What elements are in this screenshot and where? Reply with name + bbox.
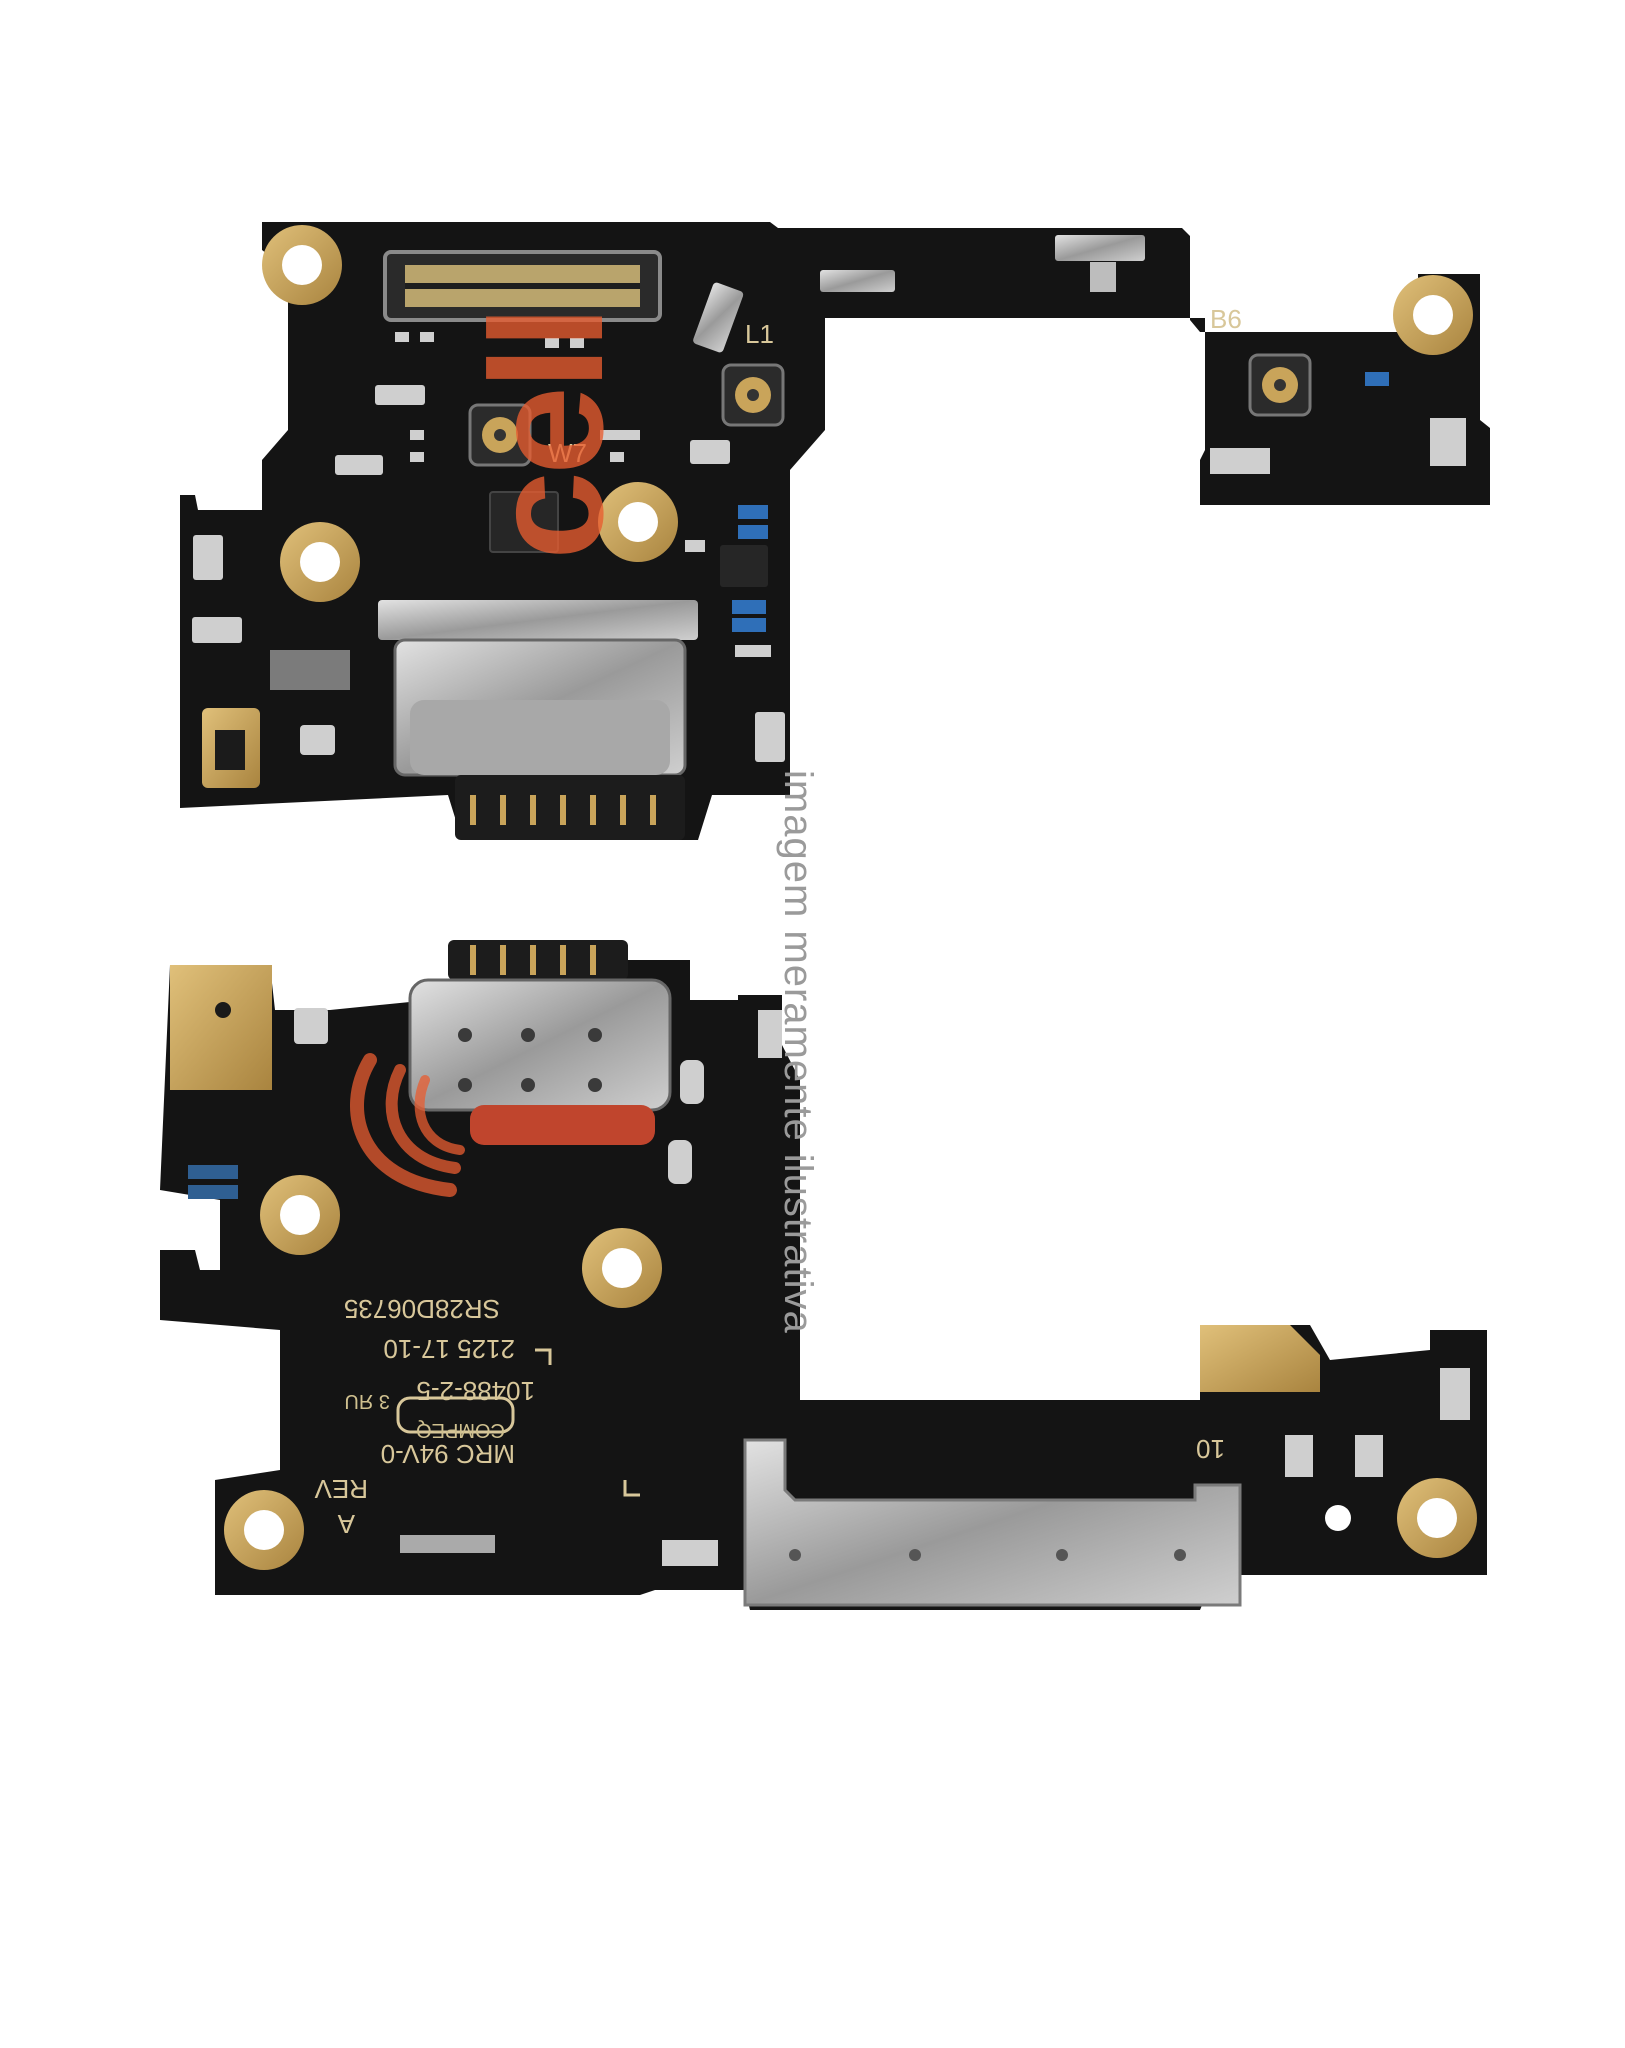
spring-contact	[693, 282, 744, 353]
label-rev-letter: A	[337, 1509, 355, 1539]
spring-contact	[335, 455, 383, 475]
ic-chip	[489, 491, 559, 553]
compeq-box	[396, 1396, 515, 1434]
capacitor	[732, 618, 766, 632]
mounting-hole	[582, 1228, 662, 1308]
top-circuit-board: L1 W7 B6	[180, 222, 1490, 840]
label-ten: 10	[1196, 1434, 1225, 1464]
gold-pad	[1200, 1325, 1320, 1392]
spring-contact	[375, 385, 425, 405]
mounting-hole	[1397, 1478, 1477, 1558]
label-date-code: 2125 17-10	[383, 1334, 515, 1364]
small-hole	[1321, 292, 1347, 318]
smd-components	[270, 332, 1466, 755]
corner-mark	[535, 1348, 552, 1365]
coax-connector	[468, 403, 532, 467]
board-to-board-connector	[383, 250, 662, 322]
label-compeq-sub: 3 ЯU	[344, 1390, 390, 1412]
spring-contact	[690, 440, 730, 464]
capacitor	[188, 1165, 238, 1179]
label-b6: B6	[1210, 304, 1242, 334]
watermark-logo: cell	[457, 309, 636, 560]
label-rev: REV	[314, 1474, 368, 1504]
bracket-rivets	[789, 1549, 1186, 1561]
spring-contact	[1090, 262, 1116, 292]
usb-c-port	[408, 940, 672, 1145]
spring-contact	[192, 617, 242, 643]
silkscreen-markings: SR28D06735 2125 17-10 10488-2-5 COMPEQ 3…	[314, 1294, 1225, 1539]
spring-contact	[1055, 235, 1145, 261]
capacitor	[738, 525, 768, 539]
capacitor	[1365, 372, 1389, 386]
usb-c-port	[378, 600, 698, 840]
mounting-hole	[224, 1490, 304, 1570]
spring-contact	[820, 270, 895, 292]
label-compeq: COMPEQ	[416, 1419, 505, 1441]
mounting-hole	[260, 1175, 340, 1255]
mounting-hole	[262, 225, 342, 305]
metal-bracket	[743, 1438, 1242, 1607]
top-board-outline	[180, 222, 1490, 840]
label-mrc: MRC 94V-0	[381, 1439, 515, 1469]
label-serial: SR28D06735	[344, 1294, 500, 1324]
capacitor	[738, 505, 768, 519]
bottom-circuit-board: SR28D06735 2125 17-10 10488-2-5 COMPEQ 3…	[160, 940, 1487, 1610]
label-l1: L1	[745, 319, 774, 349]
coax-connector	[721, 363, 785, 427]
coax-connector	[1248, 353, 1312, 417]
label-part-number: 10488-2-5	[416, 1376, 535, 1406]
capacitor	[188, 1185, 238, 1199]
label-w7: W7	[548, 438, 587, 468]
capacitor	[732, 600, 766, 614]
smd-components	[294, 1008, 1470, 1566]
mounting-hole	[598, 482, 678, 562]
watermark-text: imagem meramente ilustrativa	[776, 770, 820, 1334]
watermark-swoosh	[350, 1053, 465, 1197]
pad-hole	[215, 1002, 231, 1018]
gold-pad	[170, 965, 272, 1090]
small-hole	[1325, 1505, 1351, 1531]
spring-contact	[193, 535, 223, 580]
corner-mark	[623, 1480, 640, 1497]
mounting-hole	[280, 522, 360, 602]
spring-contact	[755, 712, 785, 762]
ic-chip	[720, 545, 768, 587]
microphone-grid	[215, 730, 245, 770]
mounting-hole	[1393, 275, 1473, 355]
